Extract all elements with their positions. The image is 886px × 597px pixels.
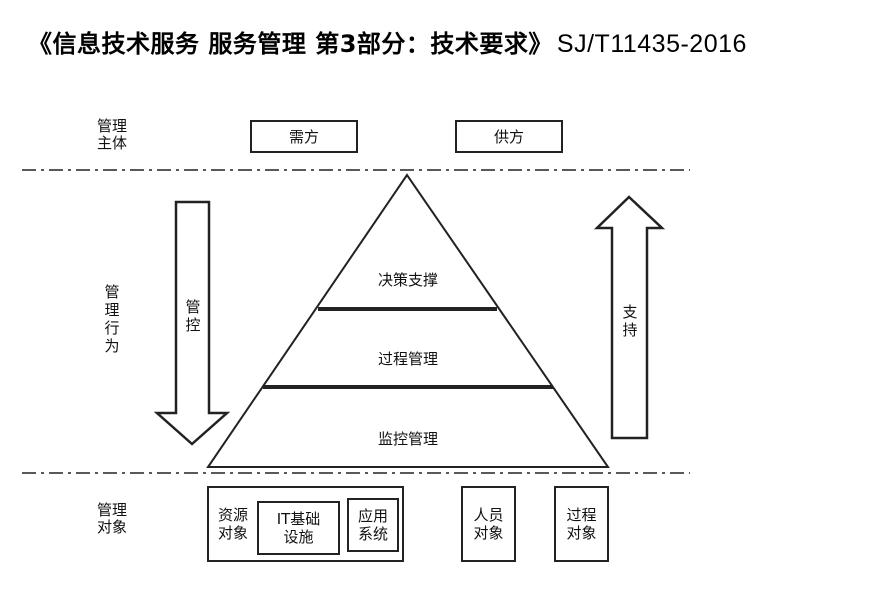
page-title: 《信息技术服务 服务管理 第3部分：技术要求》SJ/T11435-2016 <box>28 24 747 59</box>
supply-box: 供方 <box>455 120 563 153</box>
support-arrow <box>593 195 666 440</box>
pyramid-outline <box>206 173 610 468</box>
control-arrow-label: 管 控 <box>185 298 201 334</box>
pyramid-level-decision: 决策支撑 <box>377 271 438 289</box>
control-arrow <box>153 200 231 446</box>
people-object-label: 人员 对象 <box>473 506 504 542</box>
pyramid-level-process: 过程管理 <box>377 350 438 368</box>
title-code: SJ/T11435-2016 <box>556 30 747 58</box>
people-object-box: 人员 对象 <box>461 486 516 562</box>
title-main: 《信息技术服务 服务管理 第3部分：技术要求》 <box>28 30 553 58</box>
app-system-label: 应用 系统 <box>357 507 388 543</box>
supply-label: 供方 <box>493 127 524 146</box>
resource-object-label: 资源 对象 <box>218 506 249 542</box>
process-object-label: 过程 对象 <box>566 506 597 542</box>
demand-label: 需方 <box>288 127 319 146</box>
process-object-box: 过程 对象 <box>554 486 609 562</box>
row-label-subject: 管理 主体 <box>96 117 127 152</box>
demand-box: 需方 <box>250 120 358 153</box>
row-label-behavior-text: 管 理 行 为 <box>104 283 120 355</box>
it-infra-label: IT基础 设施 <box>276 510 321 546</box>
it-infra-box: IT基础 设施 <box>257 501 340 555</box>
row-label-behavior: 管 理 行 为 <box>102 283 122 355</box>
support-arrow-label: 支 持 <box>622 303 638 339</box>
app-system-box: 应用 系统 <box>347 498 399 552</box>
row-label-object: 管理 对象 <box>96 501 127 536</box>
pyramid-level-monitor: 监控管理 <box>377 430 438 448</box>
